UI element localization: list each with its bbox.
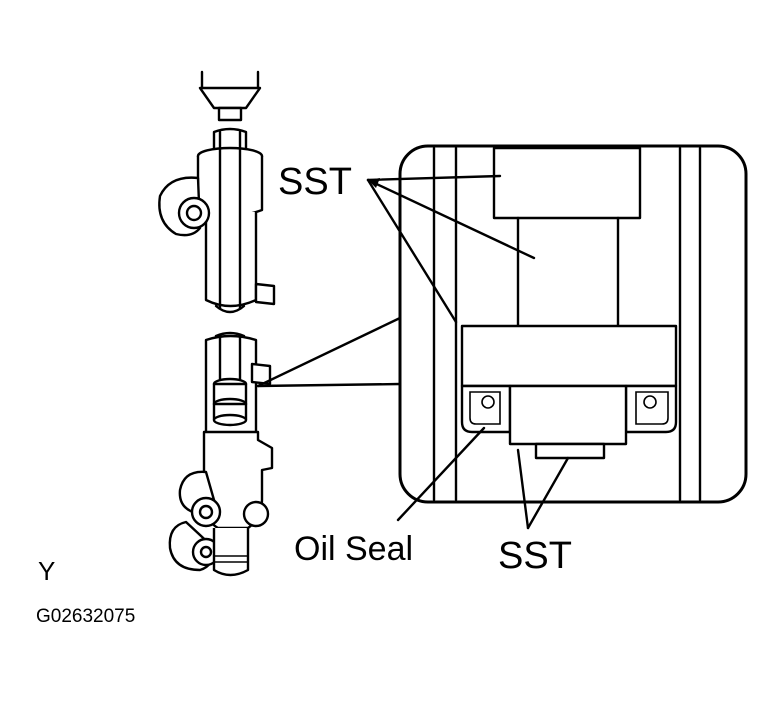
detail-inset <box>398 144 748 504</box>
oil-seal-section-right <box>624 384 678 434</box>
leader-lines <box>366 174 570 530</box>
label-oil-seal: Oil Seal <box>294 530 413 568</box>
label-sst-bottom: SST <box>498 535 572 577</box>
label-sst-top: SST <box>278 161 352 203</box>
press-tool <box>198 70 262 122</box>
lower-housing <box>168 331 274 577</box>
upper-housing <box>158 127 276 314</box>
oil-seal-section-left <box>460 384 512 434</box>
steering-gear-assembly <box>158 70 402 577</box>
figure-code: G02632075 <box>36 606 135 627</box>
view-letter: Y <box>38 556 55 586</box>
callout-pointer <box>256 316 402 388</box>
